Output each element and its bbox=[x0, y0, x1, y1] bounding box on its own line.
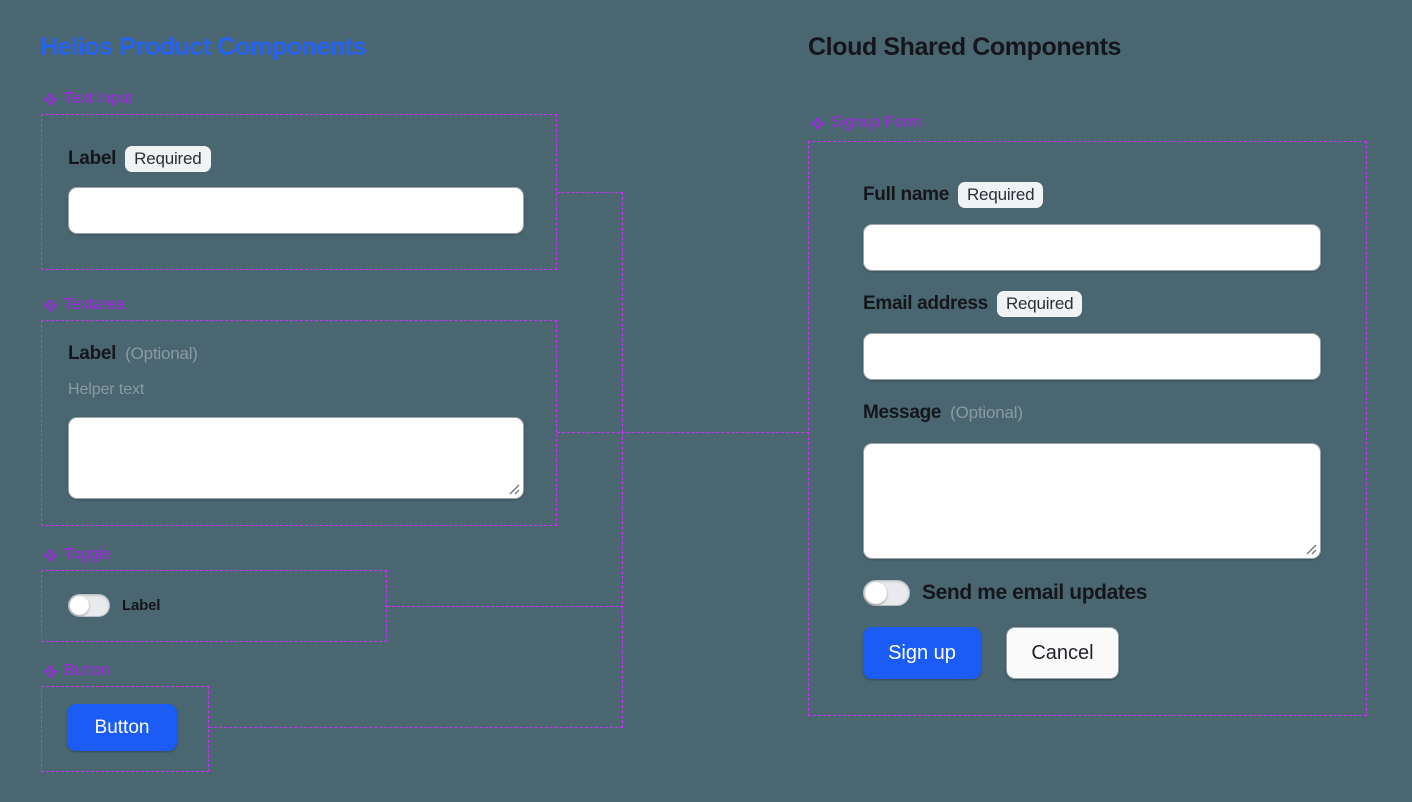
email-input[interactable] bbox=[863, 333, 1321, 380]
component-outline-button bbox=[41, 686, 209, 772]
email-updates-toggle[interactable] bbox=[863, 580, 910, 606]
connector-button-vertical bbox=[622, 432, 623, 728]
annotation-tag-toggle: Toggle bbox=[44, 546, 111, 564]
annotation-tag-text-input: Text Input bbox=[44, 90, 132, 108]
toggle-knob bbox=[70, 596, 89, 615]
resize-handle-icon[interactable] bbox=[1303, 541, 1317, 555]
component-diamond-icon bbox=[44, 92, 57, 106]
full-name-label: Full name bbox=[863, 184, 949, 206]
component-outline-signup-form bbox=[808, 141, 1367, 716]
message-label: Message bbox=[863, 402, 942, 423]
component-diamond-icon bbox=[811, 116, 824, 130]
annotation-tag-signup-form: Signup Form bbox=[811, 114, 922, 132]
connector-textarea-horizontal bbox=[557, 432, 809, 433]
annotation-label-toggle: Toggle bbox=[64, 546, 111, 563]
annotation-label-textarea: Textarea bbox=[64, 296, 125, 313]
sign-up-button[interactable]: Sign up bbox=[863, 627, 981, 679]
email-label: Email address bbox=[863, 293, 988, 315]
toggle-label: Label bbox=[122, 597, 161, 614]
message-textarea[interactable] bbox=[863, 443, 1321, 559]
email-updates-label: Send me email updates bbox=[922, 581, 1148, 604]
text-input-label: Label bbox=[68, 148, 117, 170]
connector-button-horizontal bbox=[209, 727, 623, 728]
full-name-required-badge: Required bbox=[957, 182, 1044, 209]
textarea-label: Label bbox=[68, 343, 117, 364]
text-input-label-row: Label Required bbox=[68, 146, 211, 173]
component-outline-toggle bbox=[41, 570, 387, 642]
annotation-label-signup-form: Signup Form bbox=[831, 114, 922, 131]
email-required-badge: Required bbox=[996, 291, 1083, 318]
connector-text-input-horizontal bbox=[557, 192, 623, 193]
full-name-label-row: Full name Required bbox=[863, 182, 1044, 209]
cancel-button[interactable]: Cancel bbox=[1006, 627, 1119, 679]
text-input-required-badge: Required bbox=[125, 146, 211, 173]
component-diamond-icon bbox=[44, 664, 57, 678]
message-optional-text: (Optional) bbox=[950, 403, 1023, 422]
textarea-field[interactable] bbox=[68, 417, 524, 499]
annotation-tag-button: Button bbox=[44, 662, 110, 680]
component-diamond-icon bbox=[44, 298, 57, 312]
component-outline-text-input bbox=[41, 114, 557, 270]
full-name-input[interactable] bbox=[863, 224, 1321, 271]
toggle-knob bbox=[865, 582, 887, 604]
textarea-label-row: Label (Optional) bbox=[68, 343, 198, 365]
textarea-helper-text: Helper text bbox=[68, 381, 145, 398]
annotation-tag-textarea: Textarea bbox=[44, 296, 125, 314]
component-outline-textarea bbox=[41, 320, 557, 526]
connector-toggle-horizontal bbox=[387, 606, 623, 607]
text-input-field[interactable] bbox=[68, 187, 524, 234]
message-label-row: Message (Optional) bbox=[863, 402, 1023, 424]
textarea-optional-text: (Optional) bbox=[125, 344, 198, 363]
demo-button[interactable]: Button bbox=[67, 704, 177, 751]
right-column-title: Cloud Shared Components bbox=[808, 33, 1122, 61]
email-updates-row: Send me email updates bbox=[863, 580, 1147, 606]
annotation-label-button: Button bbox=[64, 662, 110, 679]
resize-handle-icon[interactable] bbox=[506, 481, 520, 495]
connector-text-input-vertical bbox=[622, 192, 623, 432]
annotation-label-text-input: Text Input bbox=[64, 90, 133, 107]
toggle-row: Label bbox=[68, 594, 160, 617]
toggle-switch[interactable] bbox=[68, 594, 110, 617]
email-label-row: Email address Required bbox=[863, 291, 1083, 318]
left-column-title: Helios Product Components bbox=[40, 33, 367, 61]
component-diamond-icon bbox=[44, 548, 57, 562]
